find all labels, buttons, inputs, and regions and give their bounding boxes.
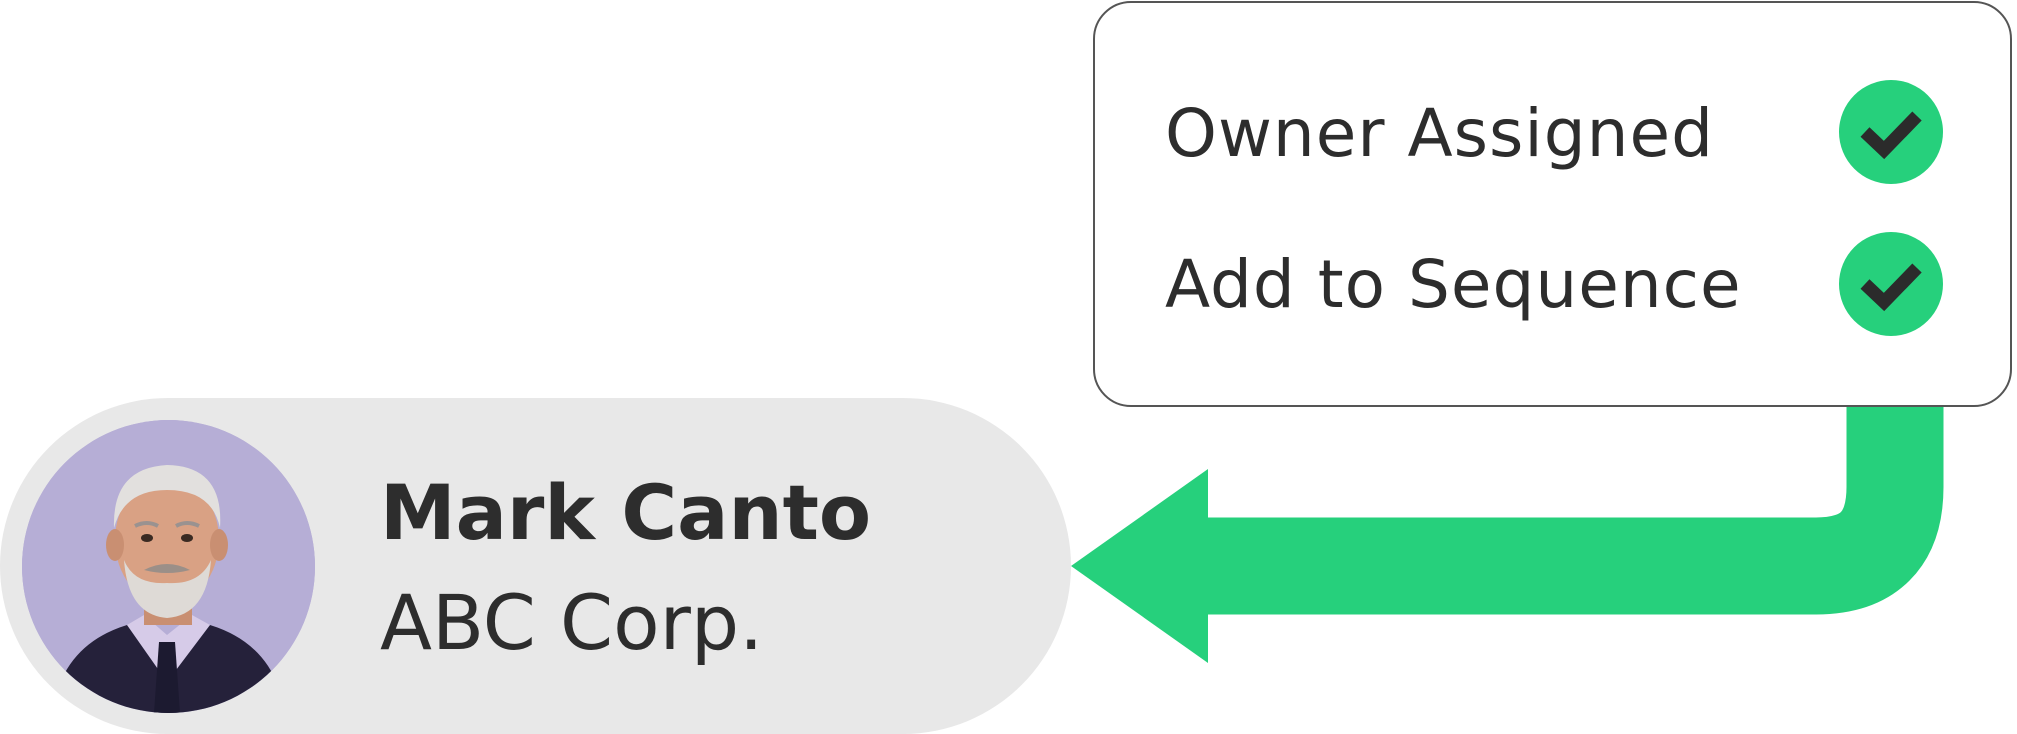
task-row-add-to-sequence: Add to Sequence [1165,229,1742,339]
task-row-owner-assigned: Owner Assigned [1165,78,1714,188]
person-photo-icon [22,420,315,713]
task-label: Owner Assigned [1165,94,1714,172]
contact-name: Mark Canto [380,468,872,557]
arrow-head [1071,469,1208,663]
arrow-shaft [1190,407,1944,615]
contact-card: Mark Canto ABC Corp. [0,398,1071,734]
avatar [22,420,315,713]
check-icon [1839,232,1943,336]
check-icon [1839,80,1943,184]
task-label: Add to Sequence [1165,245,1742,323]
contact-company: ABC Corp. [380,578,764,667]
automation-steps-card: Owner Assigned Add to Sequence [1093,1,2012,407]
